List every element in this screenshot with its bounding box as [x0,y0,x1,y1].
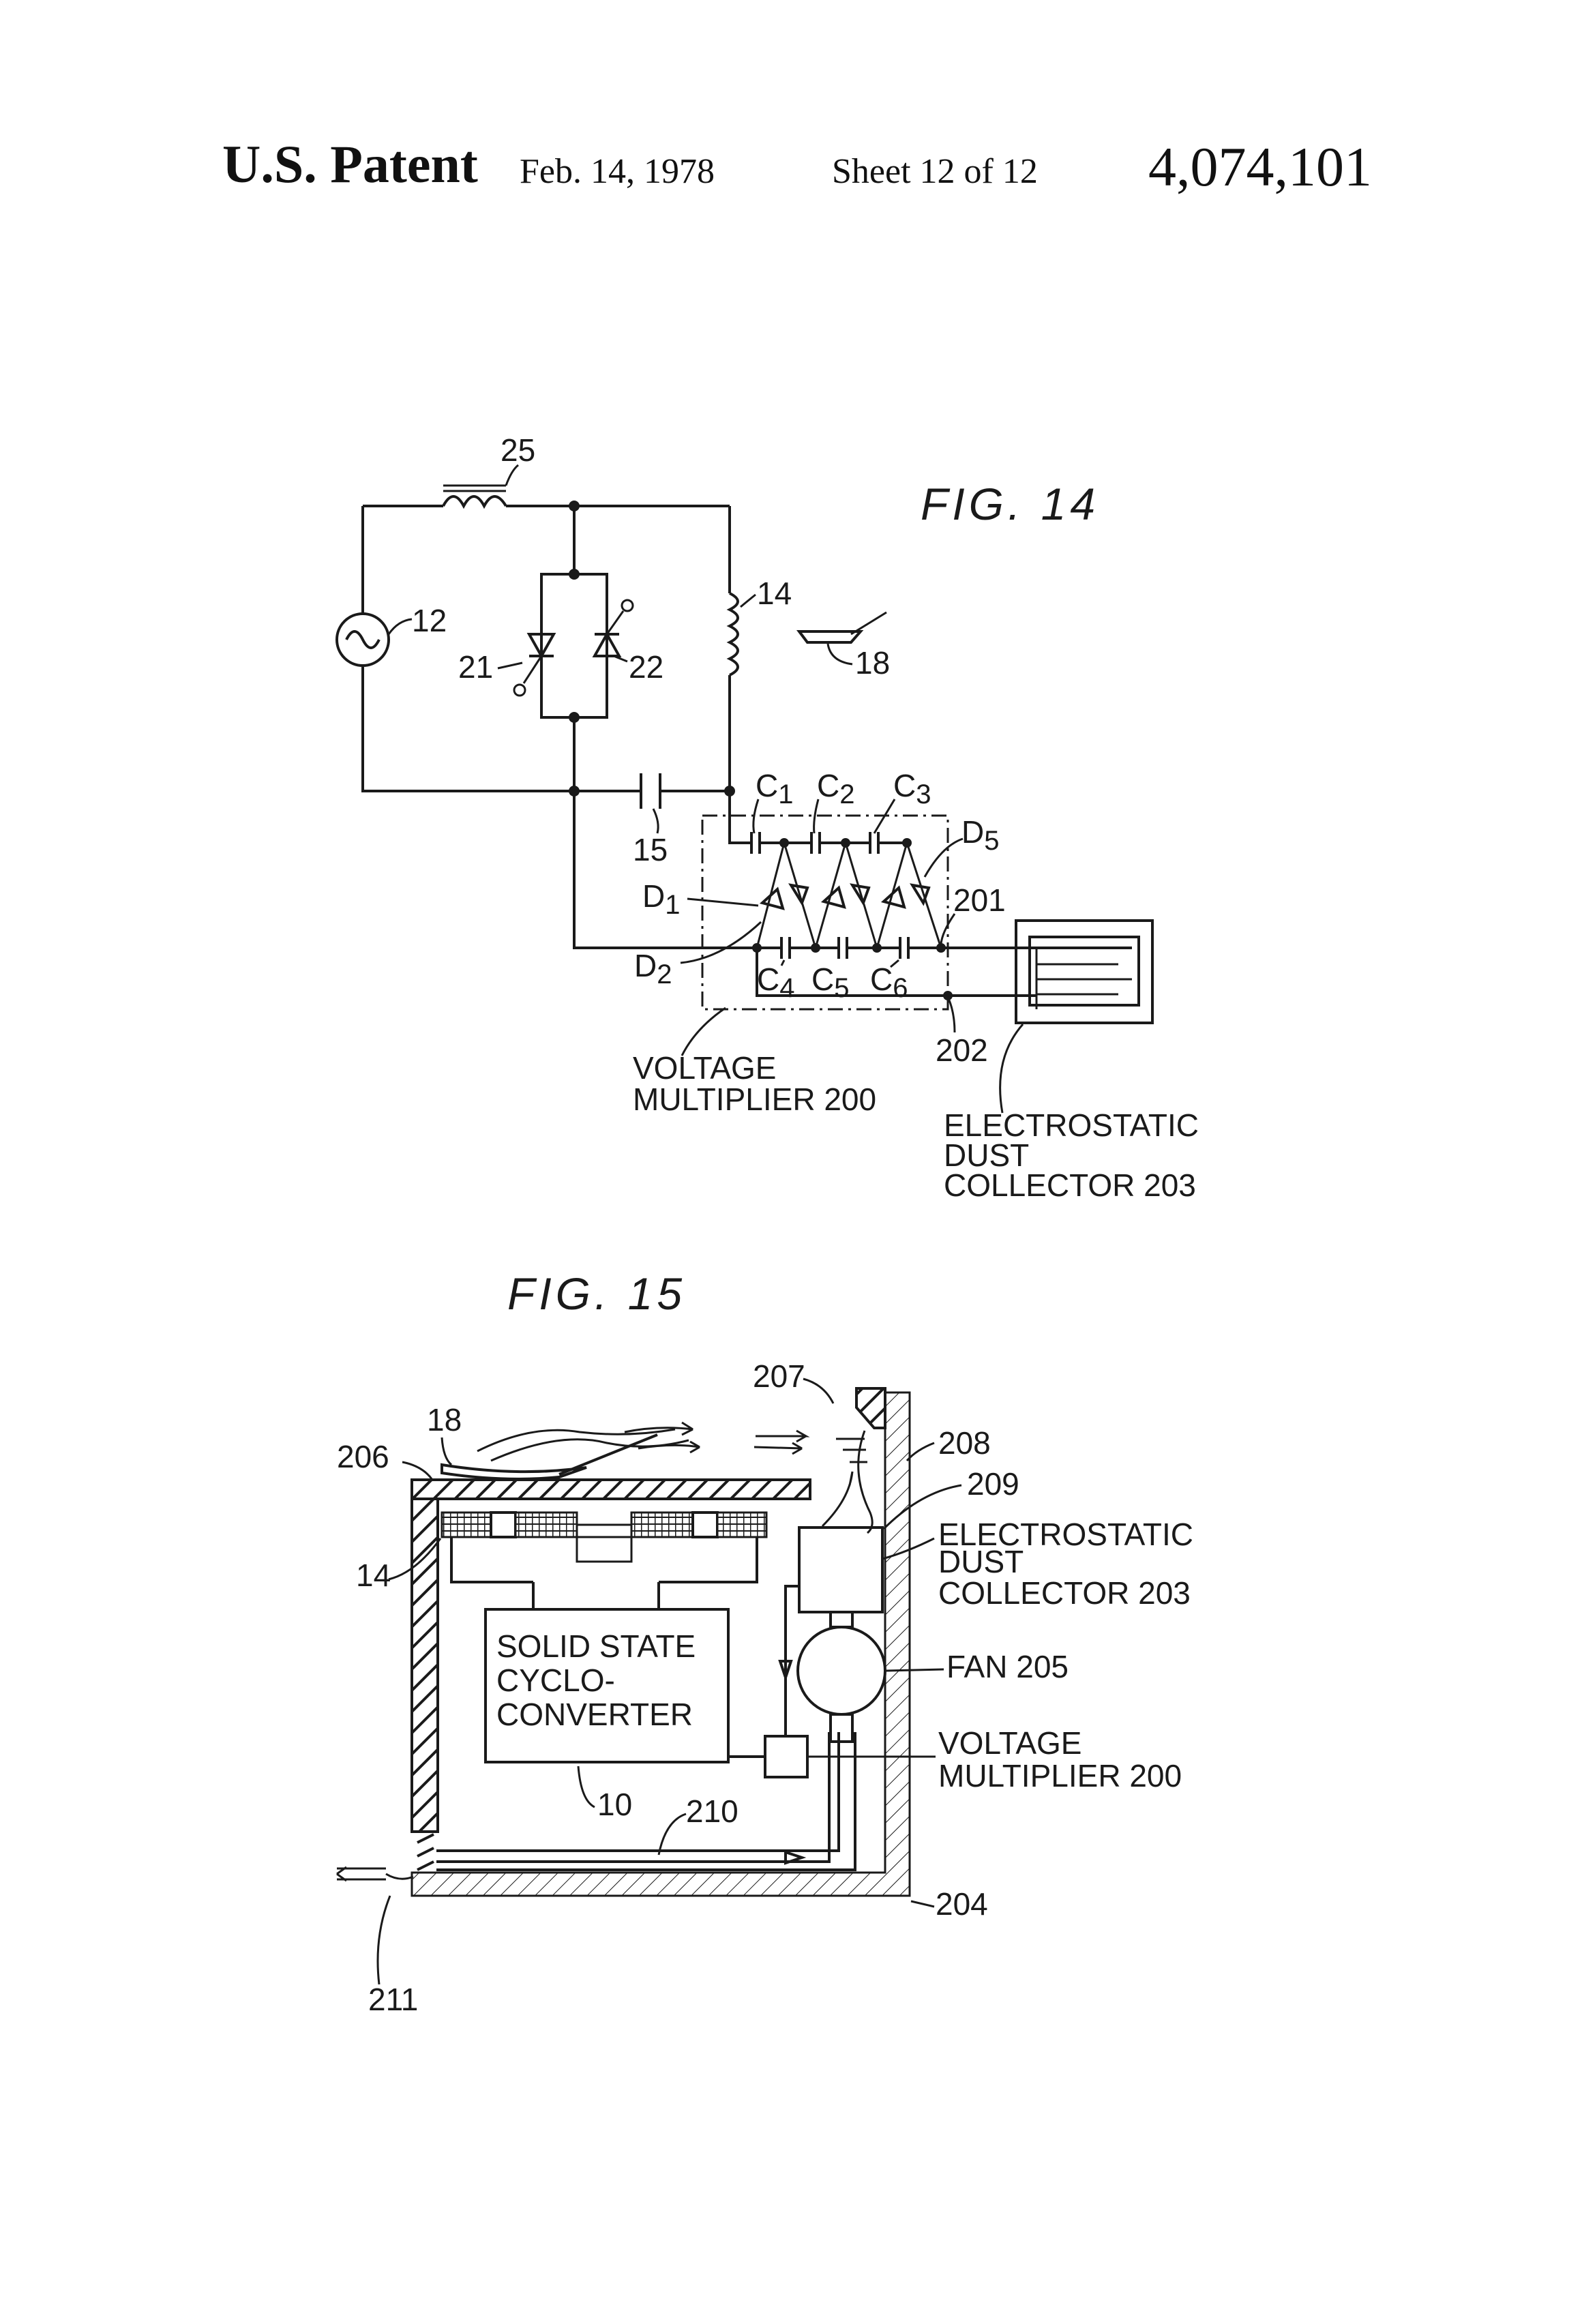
fan-mount [831,1612,852,1627]
label-18-fig15: 18 [427,1402,462,1437]
label-15: 15 [633,832,668,867]
label-d5: D5 [961,814,999,856]
label-c3: C3 [893,768,931,809]
induction-coil-14: 14 18 [730,576,890,681]
label-210: 210 [686,1793,738,1829]
fig15-cooker-section: FIG. 15 SOLID STATE CYCLO- CONVERTER [337,1268,1193,2017]
fan-shaft [831,1714,852,1742]
coil-14 [442,1513,766,1609]
cap-chain-bottom [752,937,946,959]
label-12: 12 [412,603,447,638]
cap-chain-top [743,832,912,854]
fan-205 [798,1627,885,1714]
capacitor-15: 15 [569,773,735,867]
top-vent-flap [856,1388,885,1428]
label-208: 208 [938,1425,991,1461]
conv-label-1: SOLID STATE [496,1628,696,1664]
reactor-25: 25 [443,432,535,506]
top-plate-206 [412,1480,810,1499]
label-25: 25 [501,432,535,468]
fig15-title: FIG. 15 [507,1268,686,1319]
label-18: 18 [855,645,890,681]
dust-collector-box [799,1528,882,1612]
fig15-edc-label-2: DUST [938,1544,1024,1579]
label-d1: D1 [642,878,680,920]
label-14-fig15: 14 [356,1558,391,1593]
ac-source-12: 12 [337,603,447,666]
multiplier-labels: C1 C2 C3 D5 D1 D2 C4 C5 C6 201 [634,768,1006,1003]
label-21: 21 [458,649,493,685]
label-c1: C1 [756,768,793,809]
fig15-vm-label-2: MULTIPLIER 200 [938,1758,1182,1793]
label-22: 22 [629,649,663,685]
fig14-vm-label-2: MULTIPLIER 200 [633,1082,876,1117]
conv-label-2: CYCLO- [496,1663,615,1698]
exhaust-vent-211 [337,1834,434,1984]
fig15-vm-label-1: VOLTAGE [938,1725,1081,1761]
wire-left-lower [363,667,641,791]
diode-ladder [757,843,941,948]
fig14-title: FIG. 14 [921,479,1099,529]
label-10: 10 [597,1787,632,1822]
multiplier-box [765,1736,807,1777]
label-201: 201 [953,882,1006,918]
label-14: 14 [757,576,792,611]
fig14-vm-label-1: VOLTAGE [633,1050,776,1086]
electrostatic-dust-collector-203 [1016,921,1152,1023]
fig15-edc-label-3: COLLECTOR 203 [938,1575,1191,1611]
label-204: 204 [936,1886,988,1922]
label-209: 209 [967,1466,1019,1502]
label-206: 206 [337,1439,389,1474]
label-211: 211 [368,1982,418,2017]
thyristor-pair: 21 22 [458,501,663,723]
label-207: 207 [753,1358,805,1394]
pan-handle [559,1435,657,1474]
label-c2: C2 [817,768,854,809]
fan-205-label: FAN 205 [946,1649,1069,1684]
conv-label-3: CONVERTER [496,1697,693,1732]
label-202: 202 [936,1032,988,1068]
label-d2: D2 [634,948,672,989]
fig14-edc-label-3: COLLECTOR 203 [944,1167,1196,1203]
fig14-circuit: FIG. 14 25 12 [337,432,1199,1203]
